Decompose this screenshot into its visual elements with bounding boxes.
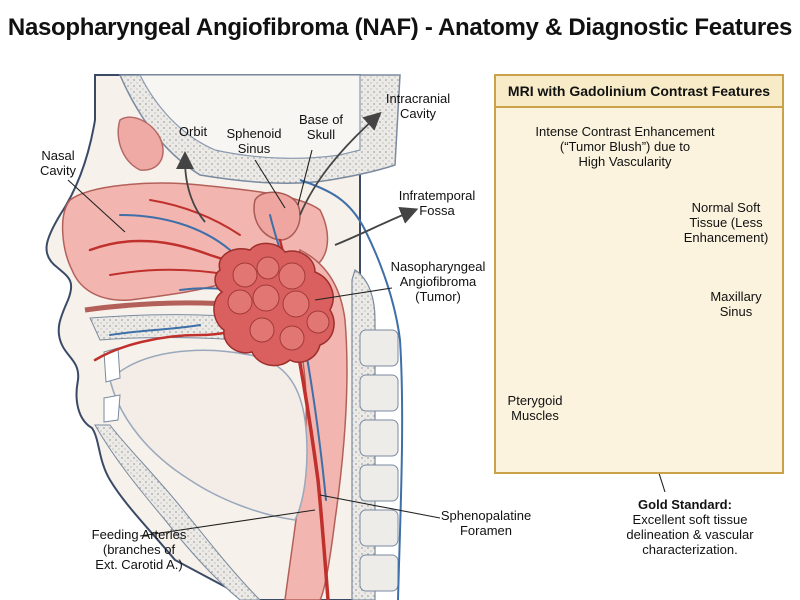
mri-panel: MRI with Gadolinium Contrast Features [494,74,784,474]
lower-tooth [103,394,121,423]
gold-standard-heading: Gold Standard: [638,497,732,512]
diagram-title: Nasopharyngeal Angiofibroma (NAF) - Anat… [7,14,793,41]
head-section [45,74,404,600]
label-feeding-arteries: Feeding Arteries (branches of Ext. Carot… [91,527,187,572]
label-orbit: Orbit [178,124,208,139]
label-infratemporal-fossa: Infratemporal Fossa [398,188,476,218]
cranial-inner [139,74,361,159]
label-sphenoid-sinus: Sphenoid Sinus [226,126,282,156]
arrow-to-infratemporal [334,206,419,246]
tongue [109,349,308,521]
mandible [94,424,261,600]
arrow-to-orbit [176,151,206,223]
gold-standard-text: Excellent soft tissue delineation & vasc… [626,512,754,557]
orbit-region [117,116,164,171]
mri-panel-heading: MRI with Gadolinium Contrast Features [496,76,782,108]
tumor-mass [213,242,335,367]
label-maxillary-sinus: Maxillary Sinus [710,289,762,319]
leader-lines [67,149,441,537]
label-sphenopalatine-foramen: Sphenopalatine Foramen [440,508,532,538]
cervical-spine [351,269,399,600]
extension-arrows [176,111,419,246]
arrow-to-intracranial [299,111,382,216]
label-normal-soft-tissue: Normal Soft Tissue (Less Enhancement) [683,200,769,245]
sphenoid-sinus [253,191,301,241]
upper-tooth [103,347,121,383]
label-tumor: Nasopharyngeal Angiofibroma (Tumor) [390,259,486,304]
posterior-vein [299,179,404,600]
label-contrast-enhancement: Intense Contrast Enhancement (“Tumor Blu… [535,124,715,169]
label-base-of-skull: Base of Skull [298,112,344,142]
label-pterygoid-muscles: Pterygoid Muscles [507,393,563,423]
label-intracranial-cavity: Intracranial Cavity [385,91,451,121]
label-nasal-cavity: Nasal Cavity [39,148,77,178]
